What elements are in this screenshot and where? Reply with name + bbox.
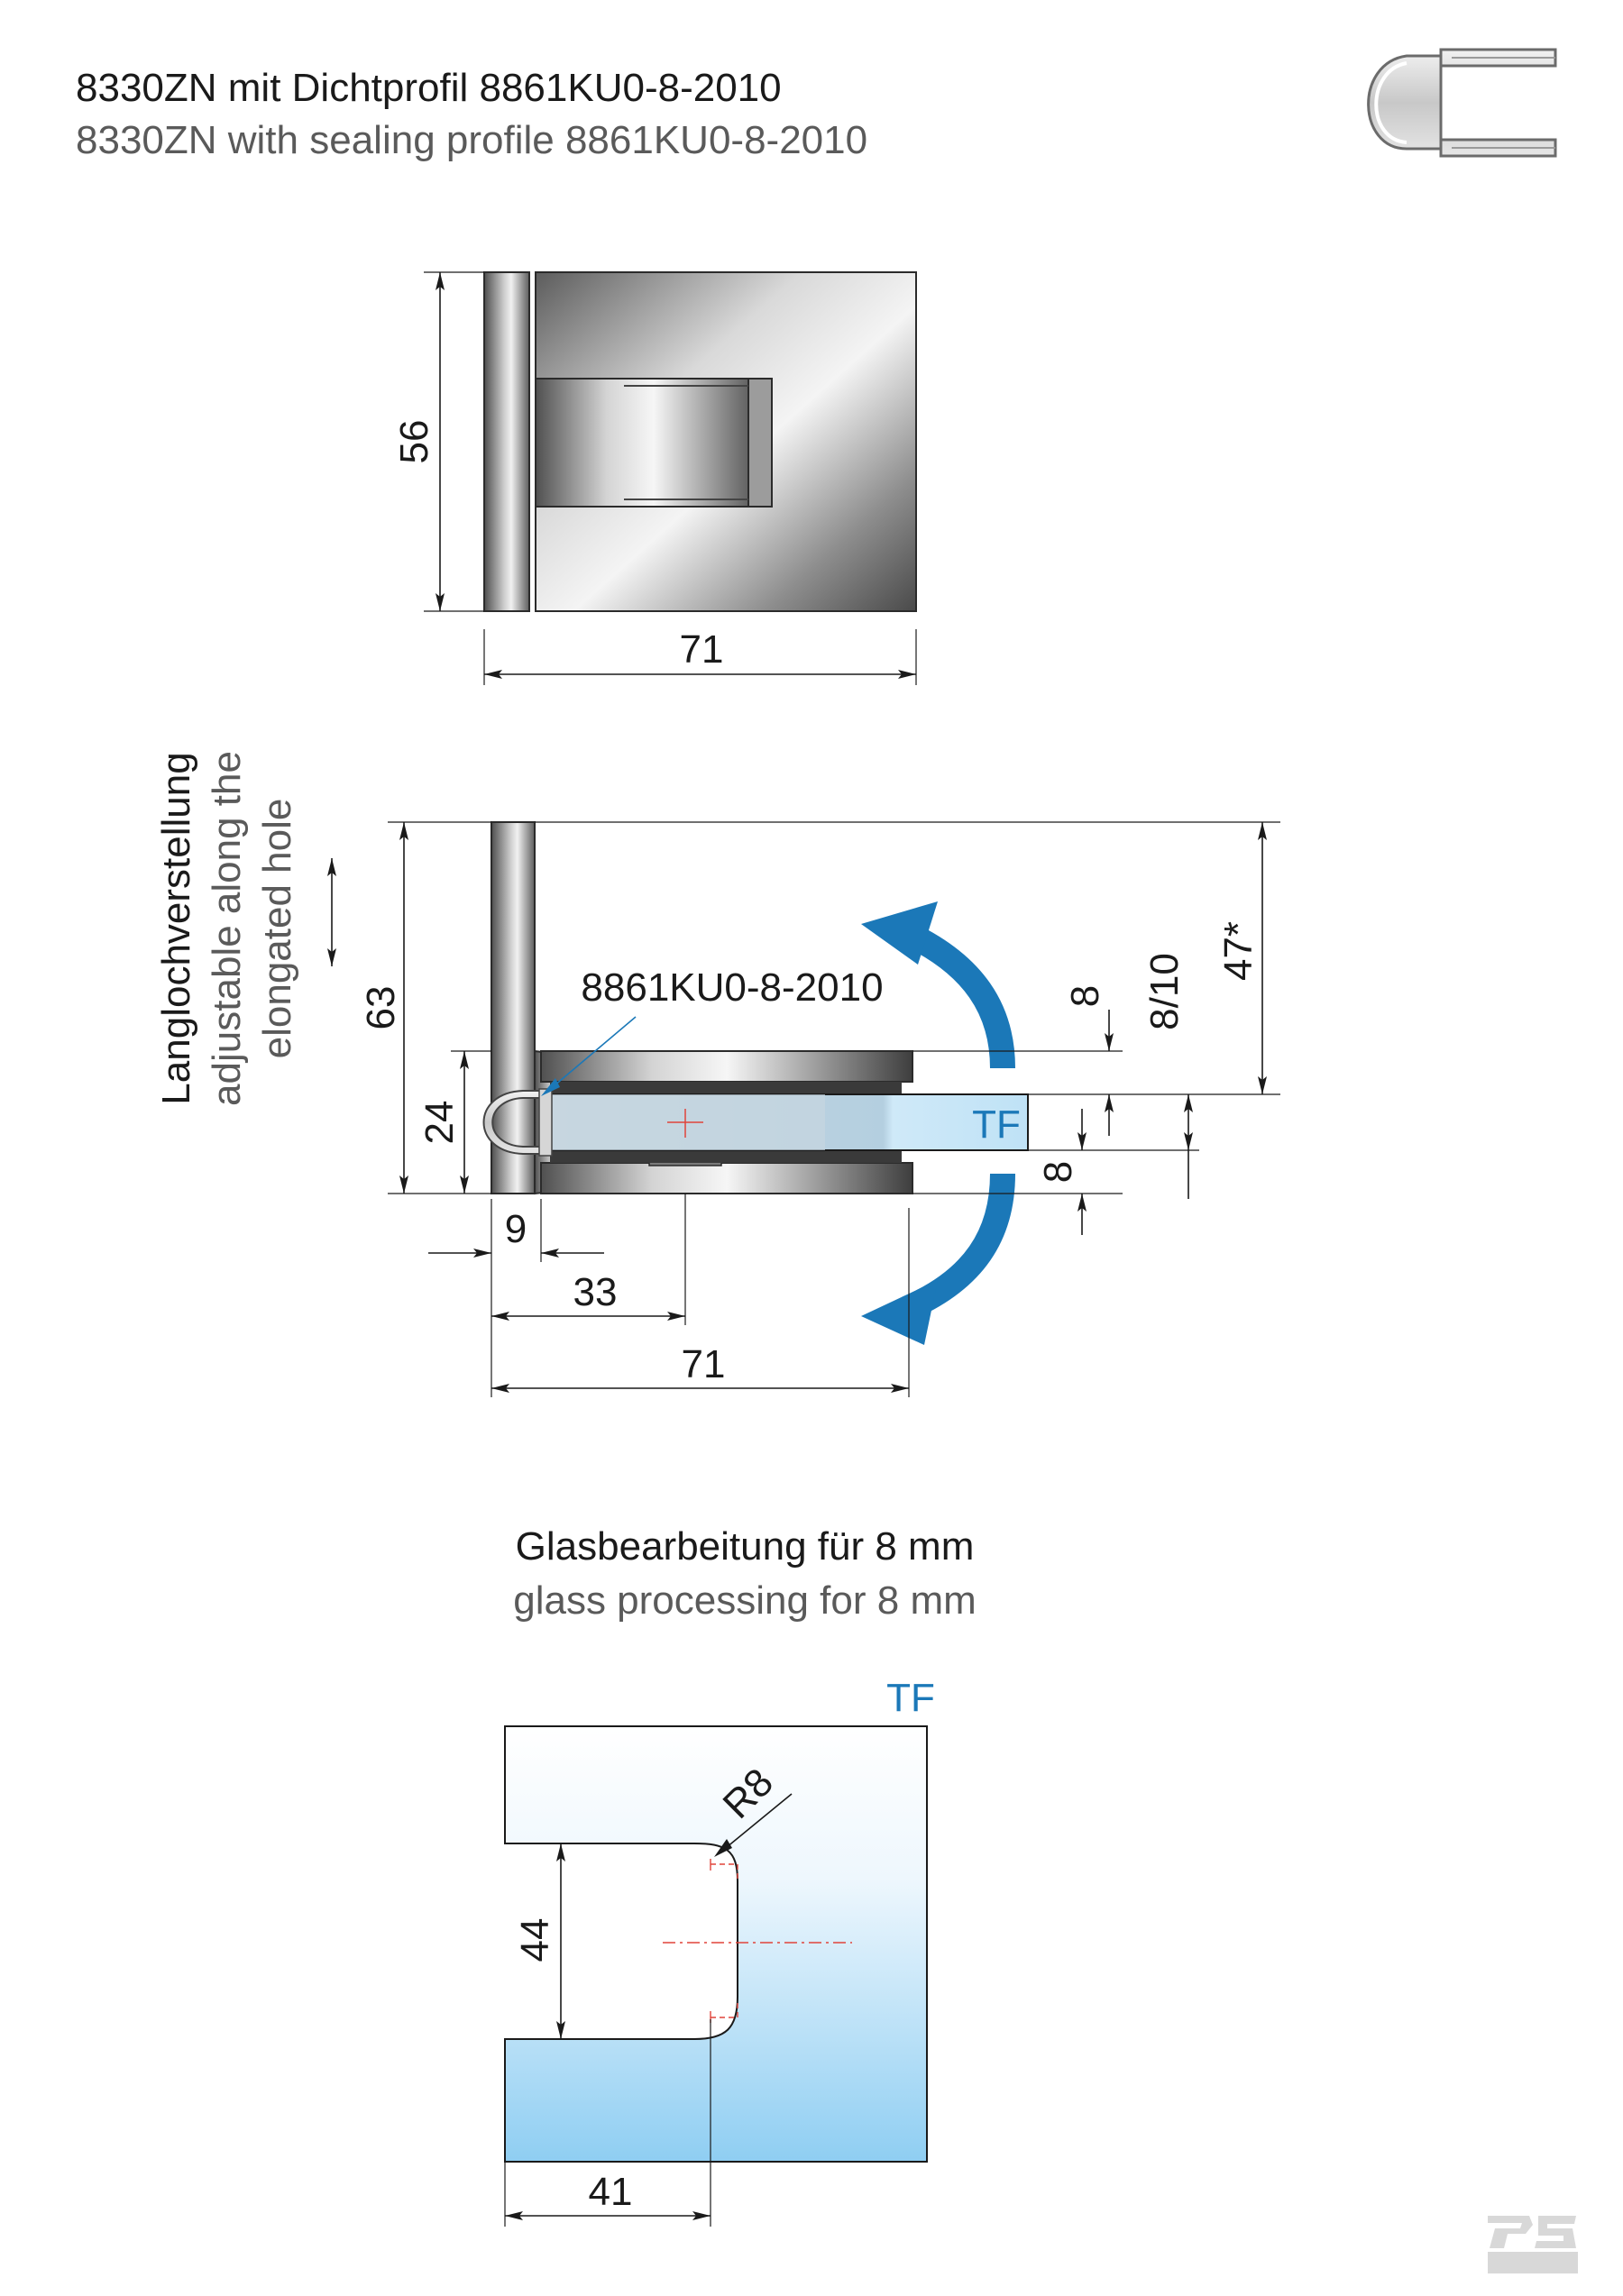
glass-label-side: TF (972, 1102, 1021, 1147)
dimension-right-stack (535, 821, 1280, 1235)
glass-processing-title-english: glass processing for 8 mm (513, 1578, 977, 1623)
title-english: 8330ZN with sealing profile 8861KU0-8-20… (76, 118, 867, 162)
dim-44-label: 44 (513, 1918, 557, 1962)
dimension-9: 9 (428, 1199, 604, 1262)
dimension-33: 33 (491, 1194, 686, 1325)
dim-71-front-label: 71 (680, 627, 724, 672)
glass-panel-cutout (504, 1725, 928, 2163)
hinge-side-view (482, 821, 1029, 1195)
dim-24-label: 24 (417, 1101, 462, 1145)
glass-processing-title-german: Glasbearbeitung für 8 mm (516, 1524, 975, 1569)
dim-8-10-label: 8/10 (1142, 953, 1187, 1030)
radius-leader (714, 1793, 793, 1857)
dim-63-label: 63 (359, 986, 403, 1030)
adjust-label-english-2: elongated hole (255, 799, 299, 1059)
dim-71-side-label: 71 (682, 1342, 726, 1386)
glass-label-processing: TF (886, 1676, 935, 1720)
dim-47-label: 47* (1216, 921, 1261, 981)
dimension-height-56: 56 (392, 271, 484, 612)
dim-41-label: 41 (589, 2170, 633, 2214)
dimension-71-side: 71 (491, 1208, 910, 1397)
adjust-label-english-1: adjustable along the (205, 751, 249, 1106)
rotation-arrows-icon (861, 901, 1015, 1345)
dimension-44: 44 (513, 1843, 565, 2039)
sealing-profile-icon (1367, 48, 1557, 158)
dim-8-bottom-label: 8 (1036, 1161, 1080, 1183)
adjust-label-german: Langlochverstellung (154, 752, 198, 1104)
title-german: 8330ZN mit Dichtprofil 8861KU0-8-2010 (76, 66, 782, 110)
dim-56-label: 56 (392, 420, 436, 464)
profile-part-label: 8861KU0-8-2010 (581, 965, 883, 1010)
dim-33-label: 33 (573, 1270, 618, 1314)
dimension-width-71-front: 71 (483, 627, 917, 685)
dimension-24: 24 (417, 1050, 491, 1194)
profile-leader (541, 1016, 637, 1096)
brand-logo-icon (1488, 2216, 1578, 2273)
hinge-front-view (483, 271, 917, 612)
dim-8-top-label: 8 (1063, 985, 1107, 1007)
dim-9-label: 9 (505, 1207, 527, 1251)
dimension-63: 63 (359, 821, 491, 1194)
dimension-41: 41 (504, 2019, 711, 2227)
